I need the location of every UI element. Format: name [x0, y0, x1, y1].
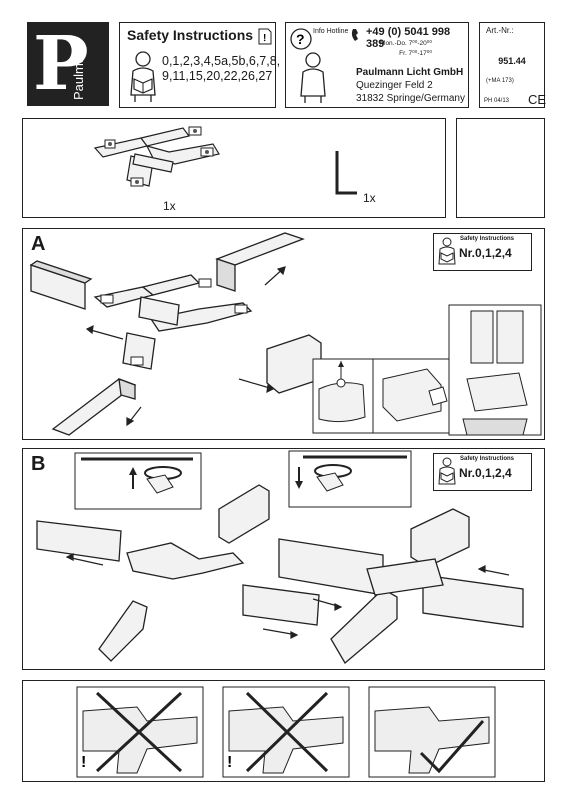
reading-person-icon [438, 237, 456, 265]
correct-assembly-illustration [368, 686, 496, 778]
safety-numbers-line2: 9,11,15,20,22,26,27 [162, 69, 273, 83]
contents-box: 1x 1x [22, 118, 446, 218]
allen-key-icon [335, 151, 357, 195]
svg-text:!: ! [81, 754, 86, 771]
article-number: 951.44 [498, 56, 526, 66]
svg-text:!: ! [263, 33, 266, 44]
logo-letter: P [33, 21, 89, 107]
phone-icon [351, 29, 358, 41]
company-name: Paulmann Licht GmbH [356, 67, 464, 78]
ma-code: (+MA 173) [486, 78, 514, 84]
reading-person-icon [438, 457, 456, 485]
ce-mark: CE [528, 92, 547, 107]
company-address: Paulmann Licht GmbH Quezinger Feld 2 318… [356, 66, 465, 105]
section-b-safety-title: Safety Instructions [460, 456, 515, 462]
tool-quantity: 1x [363, 191, 376, 205]
date-code: PH 04/13 [484, 98, 510, 104]
empty-contents-box [456, 118, 545, 218]
question-person-icon: ? [290, 28, 326, 103]
section-a-safety-title: Safety Instructions [460, 236, 515, 242]
hotline-label: Info Hotline [313, 28, 349, 35]
section-b-safety-numbers: Nr.0,1,2,4 [459, 466, 512, 480]
logo-brand-name: Paulmann [71, 41, 86, 100]
section-b-safety-box: Safety Instructions Nr.0,1,2,4 [433, 453, 532, 491]
manual-icon: ! [258, 28, 272, 45]
section-b-box: B Safety Instructions Nr.0,1,2,4 [22, 448, 545, 670]
safety-numbers: 0,1,2,3,4,5a,5b,6,7,8, 9,11,15,20,22,26,… [162, 54, 280, 84]
safety-numbers-line1: 0,1,2,3,4,5a,5b,6,7,8, [162, 54, 281, 68]
svg-text:!: ! [227, 754, 232, 771]
company-city: 31832 Springe/Germany [356, 93, 465, 104]
bottom-warnings-box: ! ! [22, 680, 545, 782]
section-a-box: A Safety Instructions Nr.0,1,2,4 [22, 228, 545, 440]
hotline-hours-friday: Fr. 7⁰⁰-17⁰⁰ [399, 50, 432, 57]
safety-instructions-box: Safety Instructions ! 0,1,2,3,4,5a,5b,6,… [119, 22, 280, 108]
connector-quantity: 1x [163, 199, 176, 213]
wrong-assembly-2-illustration: ! [222, 686, 350, 778]
cross-connector-illustration [93, 126, 220, 187]
hotline-phone: +49 (0) 5041 998 389 [366, 26, 451, 50]
reading-person-icon [130, 51, 156, 102]
section-a-letter: A [31, 233, 46, 255]
hotline-hours-weekdays: Mon.-Do. 7⁰⁰-20⁰⁰ [380, 40, 432, 47]
wrong-assembly-1-illustration: ! [76, 686, 204, 778]
section-b-letter: B [31, 453, 46, 475]
company-street: Quezinger Feld 2 [356, 80, 433, 91]
info-hotline-box: ? Info Hotline +49 (0) 5041 998 389 Mon.… [285, 22, 469, 108]
paulmann-logo: P Paulmann [27, 22, 109, 106]
section-a-assembly-drawing [29, 232, 542, 436]
section-b-assembly-drawing [36, 450, 524, 664]
section-a-safety-numbers: Nr.0,1,2,4 [459, 246, 512, 260]
svg-text:?: ? [296, 31, 305, 47]
safety-title: Safety Instructions [127, 27, 254, 43]
article-number-box: Art.-Nr.: 951.44 (+MA 173) PH 04/13 CE [479, 22, 547, 108]
article-label: Art.-Nr.: [486, 26, 514, 35]
section-a-safety-box: Safety Instructions Nr.0,1,2,4 [433, 233, 532, 271]
hotline-hours: Mon.-Do. 7⁰⁰-20⁰⁰ Fr. 7⁰⁰-17⁰⁰ [368, 39, 432, 59]
